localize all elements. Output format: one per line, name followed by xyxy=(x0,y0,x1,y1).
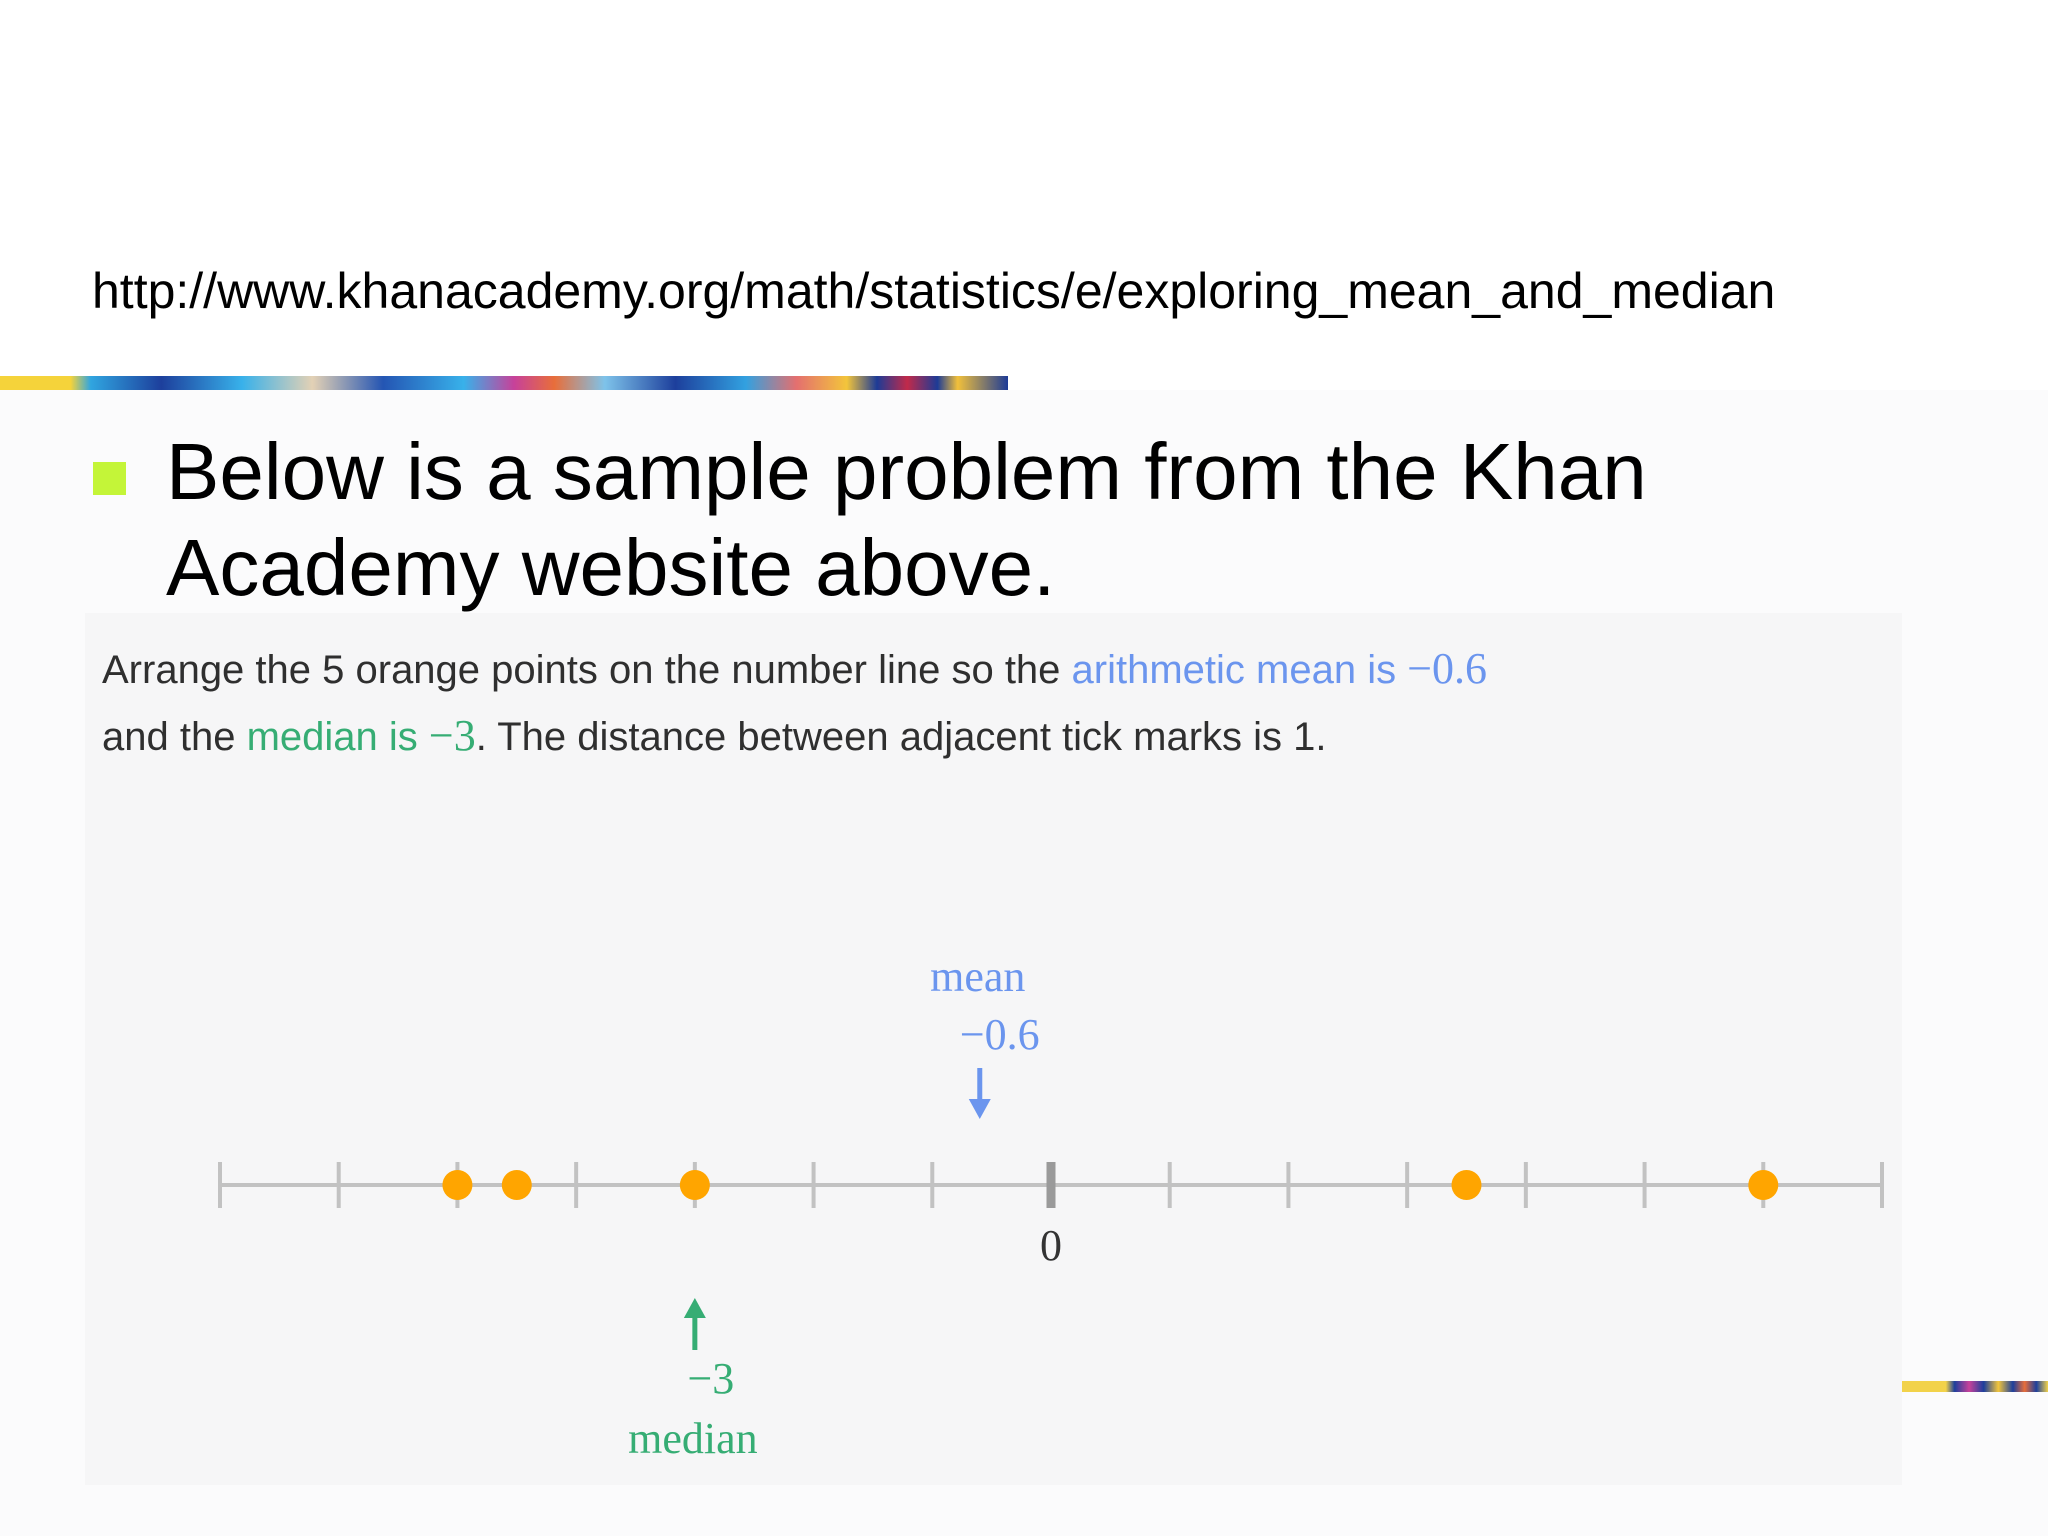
median-value: −3 xyxy=(428,711,476,760)
bullet-text: Below is a sample problem from the Khan … xyxy=(166,427,1647,612)
decorative-corner-strip xyxy=(1902,1381,2048,1392)
problem-panel xyxy=(85,613,1902,1485)
mean-phrase: arithmetic mean is xyxy=(1071,648,1408,692)
problem-statement: Arrange the 5 orange points on the numbe… xyxy=(102,636,1882,770)
median-value-label: −3 xyxy=(687,1354,734,1403)
mean-value-label: −0.6 xyxy=(960,1010,1040,1059)
mean-arrow-icon xyxy=(968,1099,991,1119)
orange-point[interactable] xyxy=(679,1170,710,1200)
tick-label-zero: 0 xyxy=(1040,1221,1062,1270)
median-phrase: median is xyxy=(246,715,429,759)
orange-point[interactable] xyxy=(1451,1170,1482,1200)
problem-text-part1: Arrange the 5 orange points on the numbe… xyxy=(102,648,1072,692)
mean-value: −0.6 xyxy=(1407,644,1488,693)
problem-text-part2: . The distance between adjacent tick mar… xyxy=(475,715,1327,759)
orange-point[interactable] xyxy=(501,1170,532,1200)
source-url: http://www.khanacademy.org/math/statisti… xyxy=(92,263,1776,319)
bullet-square-icon xyxy=(93,462,126,495)
orange-point[interactable] xyxy=(442,1170,473,1200)
median-arrow-icon xyxy=(683,1298,706,1318)
median-label: median xyxy=(628,1414,758,1463)
problem-text-line2-start: and the xyxy=(102,715,247,759)
orange-point[interactable] xyxy=(1748,1170,1779,1200)
decorative-banner-strip xyxy=(0,376,1008,390)
mean-label: mean xyxy=(930,952,1025,1001)
